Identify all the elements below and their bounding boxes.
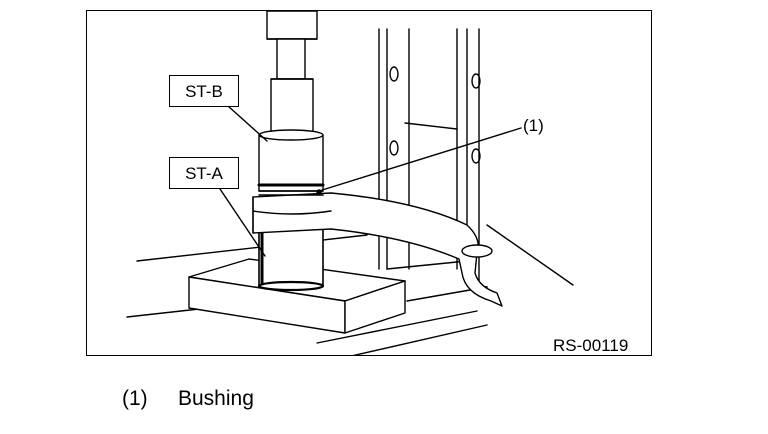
leader-lines <box>219 105 522 257</box>
label-st-a: ST-A <box>169 157 239 189</box>
legend-number: (1) <box>122 387 148 410</box>
legend-item: (1) Bushing <box>122 388 254 409</box>
knuckle-arm <box>252 192 574 307</box>
figure-id: RS-00119 <box>553 336 629 355</box>
tool-st-b <box>257 129 325 196</box>
callout-1: (1) <box>523 116 544 135</box>
label-st-b: ST-B <box>169 75 239 107</box>
press-column <box>378 28 481 287</box>
diagram-frame: ST-B ST-A (1) RS-00119 <box>86 10 652 356</box>
legend-text: Bushing <box>178 387 254 410</box>
ram-shaft <box>266 11 318 136</box>
press-illustration <box>126 11 574 355</box>
